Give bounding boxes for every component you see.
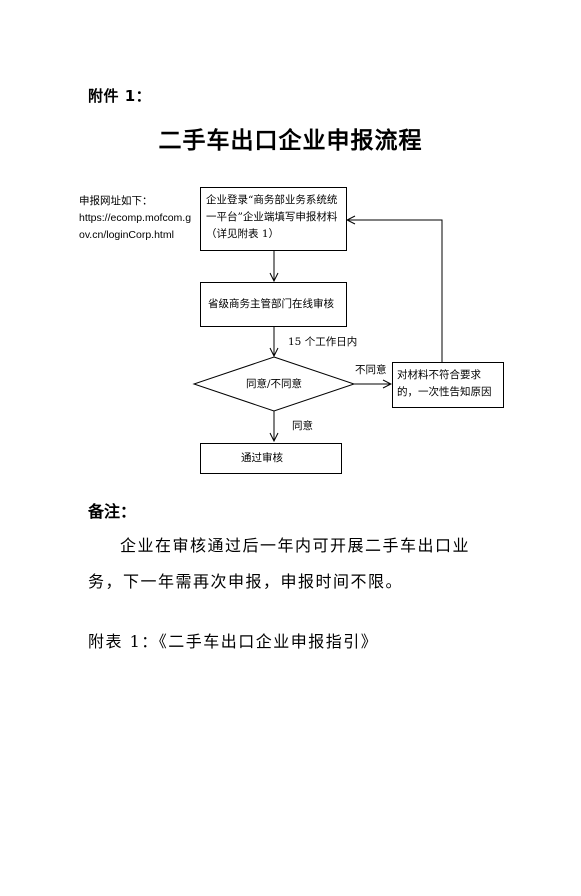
- reject-label: 不同意: [355, 364, 387, 376]
- flow-step-approved-text: 通过审核: [241, 452, 283, 464]
- url-note-label: 申报网址如下：: [79, 195, 153, 207]
- flow-step-reject-text: 对材料不符合要求的，一次性告知原因: [397, 369, 492, 398]
- annex-reference: 附表 1：《二手车出口企业申报指引》: [88, 632, 379, 651]
- flow-step-review-text: 省级商务主管部门在线审核: [208, 298, 334, 310]
- approve-label: 同意: [292, 420, 313, 432]
- url-note: 申报网址如下： https://ecomp.mofcom.g ov.cn/log…: [79, 193, 191, 244]
- flow-step-reject-notice: 对材料不符合要求的，一次性告知原因: [392, 362, 504, 408]
- arrow-reject-back-to-step1: [347, 220, 443, 362]
- decision-text: 同意/不同意: [245, 378, 303, 390]
- url-line-1[interactable]: https://ecomp.mofcom.g: [79, 212, 192, 224]
- flow-step-review: 省级商务主管部门在线审核: [200, 282, 347, 327]
- attachment-heading: 附件 1：: [88, 87, 152, 105]
- flow-step-approved: 通过审核: [200, 443, 342, 474]
- remarks-body: 企业在审核通过后一年内可开展二手车出口业务，下一年需再次申报，申报时间不限。: [88, 536, 471, 591]
- time-limit-label: 15 个工作日内: [288, 336, 358, 348]
- flow-step-submit-text: 企业登录“商务部业务系统统一平台”企业端填写申报材料（详见附表 1）: [206, 194, 338, 240]
- remarks-heading: 备注：: [88, 502, 137, 521]
- url-line-2[interactable]: ov.cn/loginCorp.html: [79, 229, 174, 241]
- flow-step-submit: 企业登录“商务部业务系统统一平台”企业端填写申报材料（详见附表 1）: [200, 187, 347, 251]
- page-title: 二手车出口企业申报流程: [158, 128, 423, 154]
